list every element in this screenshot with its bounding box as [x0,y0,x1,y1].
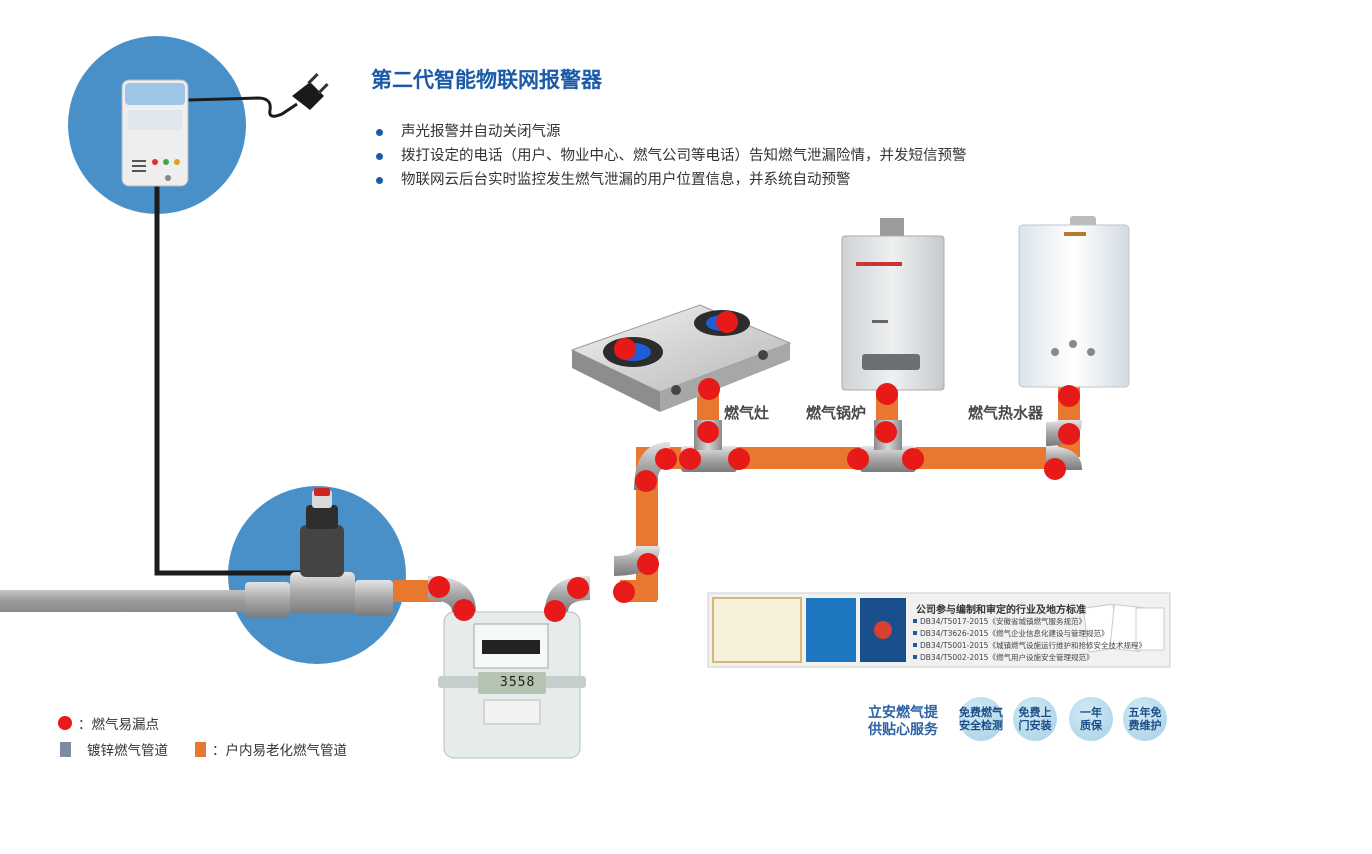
gas-water-heater [1018,216,1130,388]
certificate-line: DB34/T5002-2015《燃气用户设施安全管理规范》 [912,653,1094,662]
galvanized-pipe-swatch [60,741,71,757]
legend-indoor-label: ：户内易老化燃气管道 [212,743,347,759]
plug-wire [187,96,298,118]
leak-point [847,448,869,470]
feature-item: 声光报警并自动关闭气源 [375,120,967,144]
leak-point [428,576,450,598]
leak-point [613,581,635,603]
leak-point [1044,458,1066,480]
leak-point [875,421,897,443]
leak-point [567,577,589,599]
boiler-label: 燃气锅炉 [806,404,867,422]
leak-point [544,600,566,622]
service-free-installation: 免费上 门安装 [1013,697,1057,741]
leak-point [679,448,701,470]
feature-item: 拨打设定的电话（用户、物业中心、燃气公司等电话）告知燃气泄漏险情，并发短信预警 [375,144,967,168]
leak-point [697,421,719,443]
water-heater-label: 燃气热水器 [968,404,1044,422]
service-one-year-warranty: 一年 质保 [1069,697,1113,741]
leak-point [655,448,677,470]
page-title: 第二代智能物联网报警器 [371,68,602,92]
leak-point [716,311,738,333]
service-free-inspection: 免费燃气 安全检测 [959,697,1003,741]
certificate-line: DB34/T3626-2015《燃气企业信息化建设与管理规范》 [912,629,1109,638]
feature-list: 声光报警并自动关闭气源 拨打设定的电话（用户、物业中心、燃气公司等电话）告知燃气… [375,120,967,192]
leak-point [698,378,720,400]
leak-point [635,470,657,492]
legend-indoor-pipe: ：户内易老化燃气管道 [195,739,347,759]
leak-point [637,553,659,575]
certificate-heading: 公司参与编制和审定的行业及地方标准 [916,605,1086,616]
leak-point [614,338,636,360]
gas-stove [570,304,792,412]
leak-point [453,599,475,621]
leak-point [728,448,750,470]
indoor-pipe-swatch [195,741,206,757]
legend-galvanized-pipe: 镀锌燃气管道 [60,739,168,759]
gas-boiler [841,218,945,391]
power-plug-icon [292,73,329,110]
legend-leak-point: ：燃气易漏点 [58,713,159,733]
leak-point [1058,423,1080,445]
feature-item: 物联网云后台实时监控发生燃气泄漏的用户位置信息，并系统自动预警 [375,168,967,192]
services-title-line: 立安燃气提 [868,705,938,721]
leak-point [876,383,898,405]
solenoid-valve [245,488,393,618]
service-five-year-maintenance: 五年免 费维护 [1123,697,1167,741]
services-title-line: 供贴心服务 [868,722,938,738]
certificate-line: DB34/T5001-2015《城镇燃气设施运行维护和抢修安全技术规程》 [913,641,1146,650]
gas-alarm-device [121,79,189,187]
certificate-line: DB34/T5017-2015《安徽省城镇燃气服务规范》 [913,617,1086,626]
alarm-valve-wire [154,185,300,576]
leak-point-swatch [58,716,72,730]
meter-reading: 3558 [500,675,536,690]
legend-leak-label: ：燃气易漏点 [78,717,159,733]
stove-label: 燃气灶 [724,404,770,422]
certificate-panel [707,592,1171,668]
services-title: 立安燃气提 供贴心服务 [868,705,938,739]
leak-point [902,448,924,470]
galvanized-main-pipe [0,590,250,612]
leak-point [1058,385,1080,407]
gas-meter [438,611,586,759]
legend-galvanized-label: 镀锌燃气管道 [87,743,168,759]
leak-points [428,311,1080,622]
